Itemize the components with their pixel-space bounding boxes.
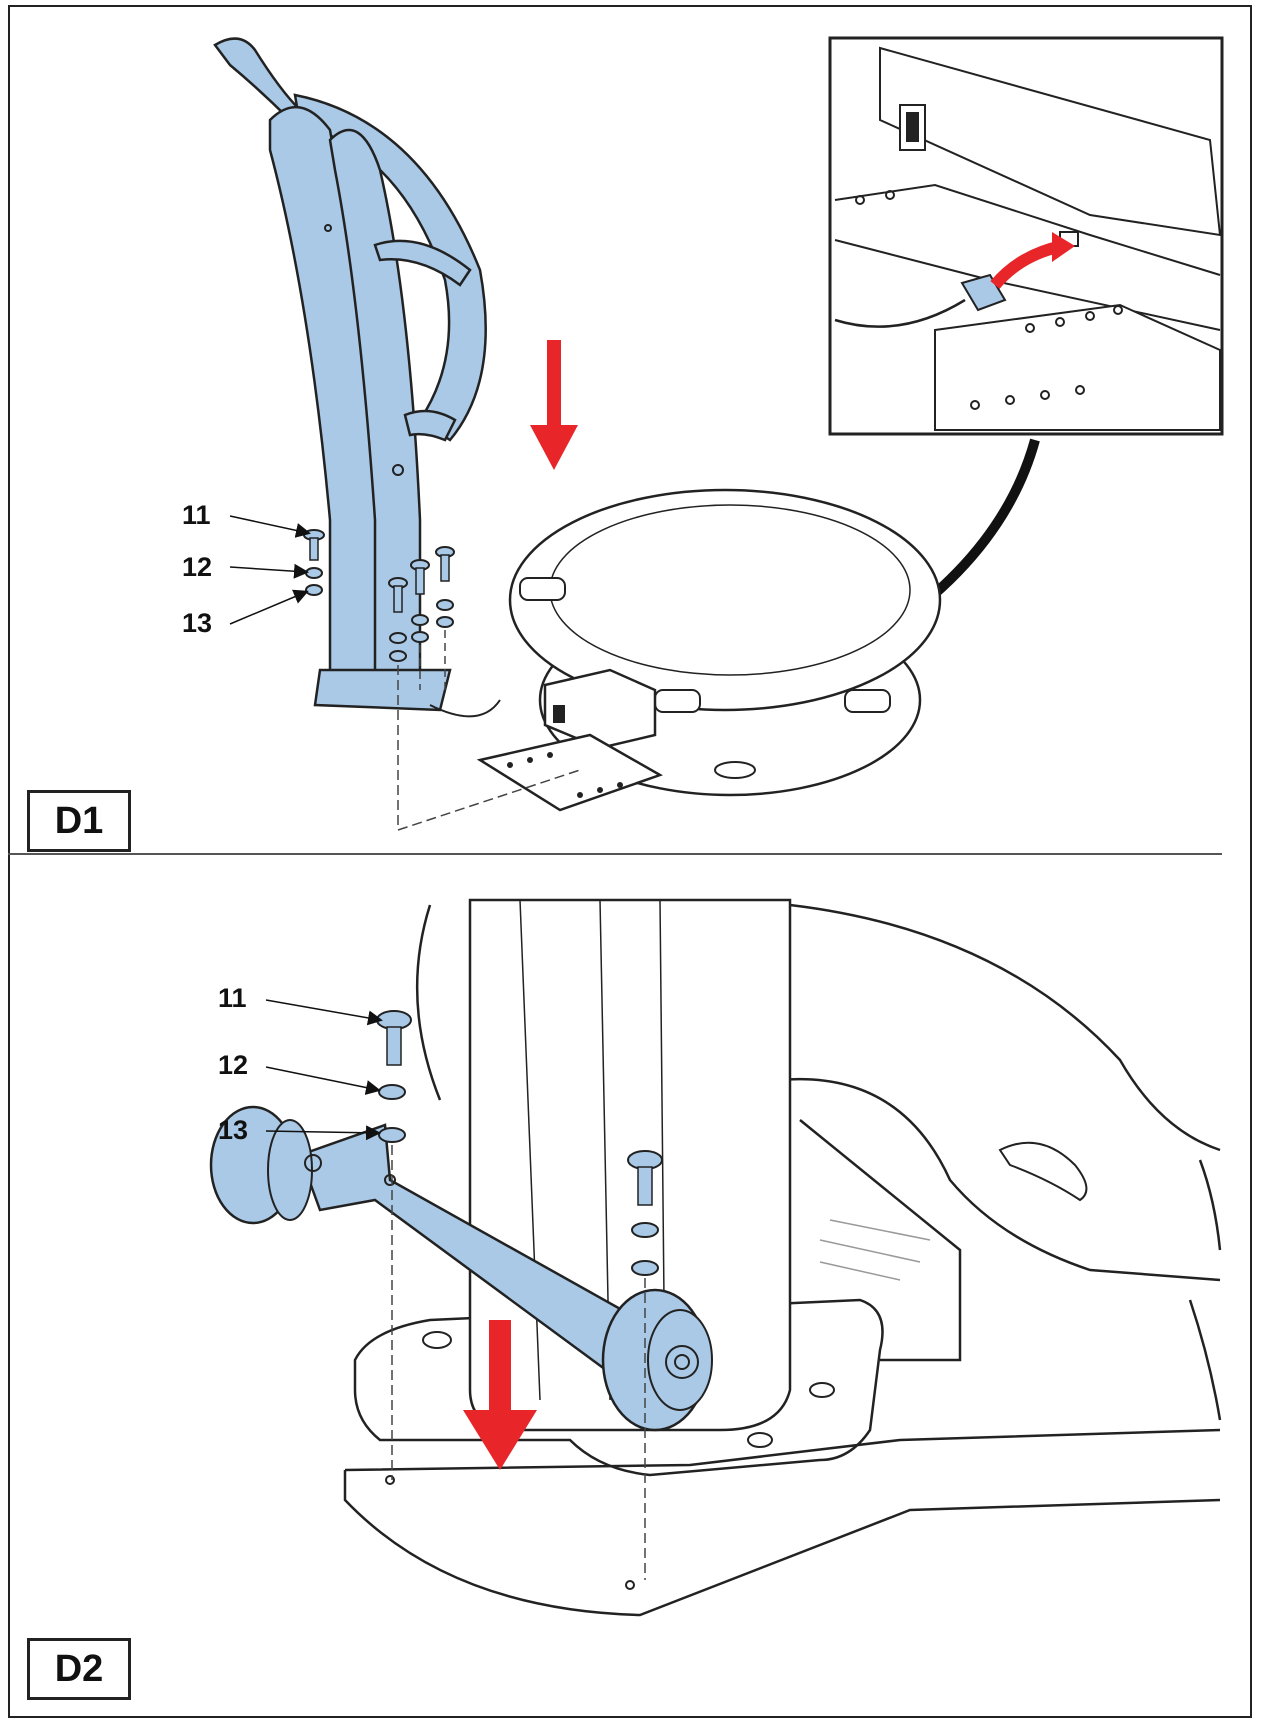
d1-fasteners	[303, 529, 581, 832]
seat-base	[508, 488, 942, 797]
wheel-axle	[209, 1105, 713, 1432]
d1-screw-group-right	[388, 546, 455, 662]
callout-13-d2: 13	[218, 1115, 249, 1145]
callout-13-d1: 13	[182, 608, 213, 638]
page-frame	[8, 5, 1252, 1718]
callout-11-d1: 11	[182, 500, 211, 530]
panel-label-d2: D2	[27, 1638, 131, 1700]
callout-12-d1: 12	[182, 552, 213, 582]
d2-drawing	[209, 898, 1222, 1617]
connector-inset	[828, 36, 1224, 436]
callout-12-d2: 12	[218, 1050, 249, 1080]
panel-divider	[8, 853, 1222, 855]
callout-11-d2: 11	[218, 983, 247, 1013]
control-box	[476, 668, 663, 812]
column-with-handle	[213, 37, 501, 718]
d1-drawing	[213, 36, 1224, 832]
panel-label-d1: D1	[27, 790, 131, 852]
d1-screw-left	[303, 529, 325, 596]
